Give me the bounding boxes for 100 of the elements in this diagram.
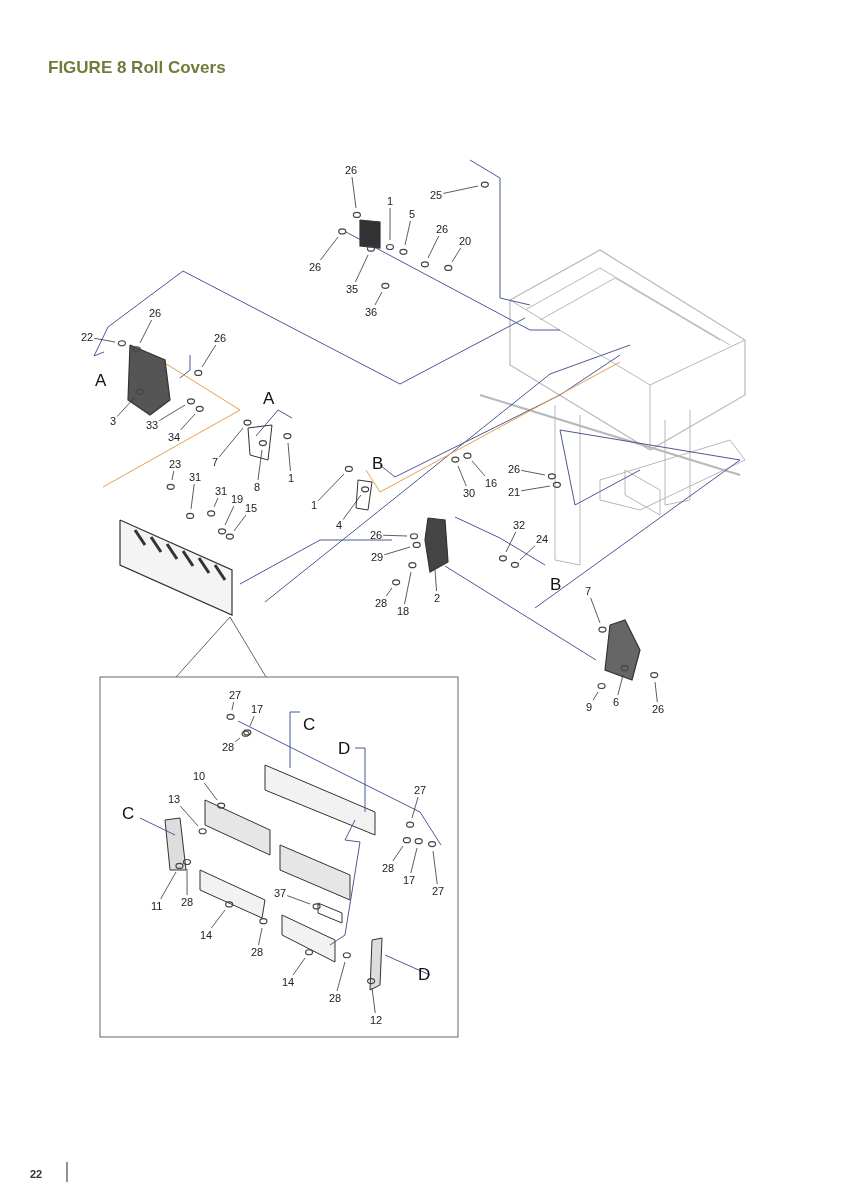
callout-number: 17 [251, 703, 264, 715]
leader-line [617, 674, 624, 696]
callout-number: 28 [375, 597, 388, 609]
callout-number: 30 [463, 487, 476, 499]
callout-number: 7 [585, 585, 592, 597]
callout-number: 28 [222, 741, 235, 753]
leader-line [351, 176, 357, 209]
leader-line [93, 337, 116, 343]
callout-number: 8 [254, 481, 261, 493]
leader-line [287, 442, 291, 472]
callout-number: 23 [169, 458, 182, 470]
leader-line [392, 845, 404, 862]
callout-number: 26 [214, 332, 227, 344]
callout-number: 26 [309, 261, 322, 273]
leader-line [371, 987, 376, 1014]
callout-number: 21 [508, 486, 521, 498]
callout-number: 37 [274, 887, 287, 899]
reference-letter: A [263, 390, 275, 408]
leader-line [160, 871, 177, 900]
callout-number: 27 [432, 885, 445, 897]
leader-line [336, 961, 346, 992]
leader-line [213, 497, 219, 508]
leader-line [249, 715, 255, 727]
leader-line [180, 413, 196, 431]
callout-number: 1 [311, 499, 318, 511]
leader-line [257, 449, 263, 481]
reference-letter: C [122, 805, 135, 823]
leader-line [432, 850, 438, 885]
leader-line [411, 796, 419, 819]
callout-number: 14 [200, 929, 213, 941]
callout-number: 31 [215, 485, 228, 497]
callout-number: 27 [414, 784, 427, 796]
leader-line [234, 737, 241, 742]
leader-line [355, 254, 369, 283]
leader-line [218, 427, 244, 458]
leader-line [520, 470, 546, 476]
leader-line [286, 895, 311, 905]
leader-line [116, 396, 136, 417]
callout-number: 24 [536, 533, 549, 545]
callout-number: 32 [513, 519, 526, 531]
callout-number: 2 [434, 592, 441, 604]
leader-line [410, 847, 418, 874]
callout-number: 4 [336, 519, 343, 531]
callout-number: 11 [151, 900, 163, 912]
callout-number: 7 [212, 456, 219, 468]
leader-line [179, 805, 199, 827]
leader-line [139, 319, 152, 344]
callout-number: 36 [365, 306, 378, 318]
callout-number: 35 [346, 283, 359, 295]
leader-line [258, 927, 263, 946]
leader-line [427, 235, 440, 259]
leader-line [224, 505, 235, 526]
callout-number: 28 [382, 862, 395, 874]
reference-letter: D [338, 740, 351, 758]
callout-number: 28 [181, 896, 194, 908]
reference-letter: B [372, 455, 384, 473]
callout-number: 29 [371, 551, 384, 563]
leader-line [342, 494, 362, 520]
callout-number: 19 [231, 493, 244, 505]
leader-line [231, 701, 235, 711]
callout-number: 10 [193, 770, 206, 782]
leader-line [158, 404, 186, 422]
callout-number: 27 [229, 689, 242, 701]
callout-number: 17 [403, 874, 416, 886]
leader-line [434, 569, 437, 592]
page-number: 22 [30, 1168, 43, 1180]
callout-number: 20 [459, 235, 472, 247]
leader-line [190, 483, 195, 510]
callout-number: 5 [409, 208, 416, 220]
leader-line [374, 291, 383, 306]
leader-line [520, 485, 551, 492]
callout-number: 26 [508, 463, 521, 475]
leader-line [383, 546, 411, 556]
leader-line [590, 597, 601, 624]
callout-number: 1 [387, 195, 394, 207]
reference-letter: A [95, 372, 107, 390]
callout-number: 14 [282, 976, 295, 988]
leader-line [457, 465, 467, 487]
callout-number: 28 [251, 946, 264, 958]
callout-number: 6 [613, 696, 620, 708]
callout-number: 25 [430, 189, 443, 201]
callout-number: 16 [485, 477, 498, 489]
leader-line [233, 514, 247, 532]
leader-line [442, 185, 479, 194]
figure-title: FIGURE 8 Roll Covers [48, 58, 226, 78]
leader-line [201, 344, 217, 368]
callout-number: 33 [146, 419, 159, 431]
callout-number: 3 [110, 415, 117, 427]
callout-number: 34 [168, 431, 181, 443]
leader-line [317, 473, 345, 502]
leader-line [211, 909, 226, 929]
leader-line [404, 571, 412, 605]
leader-line [171, 470, 175, 481]
callout-number: 1 [288, 472, 295, 484]
callout-number: 28 [329, 992, 342, 1004]
reference-letter: B [550, 576, 562, 594]
leader-line [404, 220, 411, 246]
callout-number: 13 [168, 793, 181, 805]
callout-number: 22 [81, 331, 94, 343]
leader-line [592, 691, 599, 701]
